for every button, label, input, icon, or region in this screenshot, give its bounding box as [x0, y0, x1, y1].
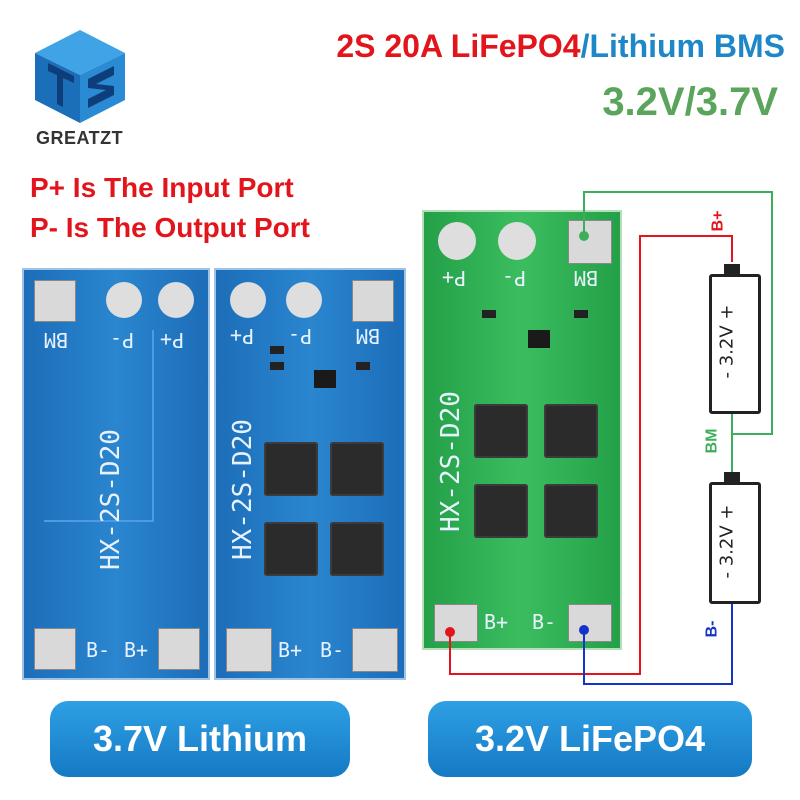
silk-b-plus: B+: [484, 610, 509, 634]
mosfet-2: [330, 442, 384, 496]
title-separator: /: [580, 28, 590, 64]
pad-bm: [34, 280, 76, 322]
pad-p-minus: [106, 282, 142, 318]
smd-resistor: [356, 362, 370, 370]
mosfet-3: [474, 484, 528, 538]
pad-bm: [568, 220, 612, 264]
wire-label-b-minus: B-: [703, 620, 721, 638]
title-lithium: Lithium BMS: [589, 28, 785, 64]
ic-chip: [528, 330, 550, 348]
badge-lithium: 3.7V Lithium: [50, 701, 350, 777]
battery-top: - 3.2V +: [709, 274, 761, 414]
brand-logo: [30, 25, 130, 125]
logo-cube-icon: [35, 30, 125, 123]
title-lifepo4: 2S 20A LiFePO4: [336, 28, 581, 64]
silk-b-minus: B-: [320, 638, 345, 662]
pad-b-plus: [434, 604, 478, 642]
mosfet-1: [474, 404, 528, 458]
board-front-blue: P+ P- BM HX-2S-D20 B+ B-: [214, 268, 406, 680]
pad-p-minus: [498, 222, 536, 260]
mosfet-4: [330, 522, 384, 576]
trace-divider-bottom: [44, 520, 154, 522]
trace-divider: [152, 330, 154, 520]
board-front-green: P+ P- BM HX-2S-D20 B+ B-: [422, 210, 622, 650]
output-port-note: P- Is The Output Port: [30, 212, 310, 243]
smd-resistor: [482, 310, 496, 318]
silk-b-plus: B+: [124, 638, 149, 662]
pad-p-plus: [230, 282, 266, 318]
mosfet-2: [544, 404, 598, 458]
pad-p-plus: [158, 282, 194, 318]
wire-label-b-plus: B+: [709, 210, 727, 232]
battery-top-label: - 3.2V +: [716, 304, 738, 379]
pad-p-plus: [438, 222, 476, 260]
pad-bm: [352, 280, 394, 322]
mosfet-3: [264, 522, 318, 576]
pad-b-plus: [226, 628, 272, 672]
input-port-note: P+ Is The Input Port: [30, 172, 294, 203]
silk-b-plus: B+: [278, 638, 303, 662]
wire-label-bm: BM: [703, 428, 721, 454]
silk-b-minus: B-: [86, 638, 111, 662]
pad-p-minus: [286, 282, 322, 318]
mosfet-1: [264, 442, 318, 496]
smd-resistor: [270, 362, 284, 370]
smd-resistor: [270, 346, 284, 354]
battery-bottom: - 3.2V +: [709, 482, 761, 604]
pad-b-minus: [568, 604, 612, 642]
mosfet-4: [544, 484, 598, 538]
pad-b-plus: [158, 628, 200, 670]
pad-b-minus: [352, 628, 398, 672]
brand-name: GREATZT: [36, 128, 124, 148]
voltage-heading: 3.2V/3.7V: [602, 80, 778, 124]
pad-b-minus: [34, 628, 76, 670]
ic-chip: [314, 370, 336, 388]
board-back-blue: BM P- P+ HX-2S-D20 B- B+: [22, 268, 210, 680]
smd-resistor: [574, 310, 588, 318]
badge-lifepo4: 3.2V LiFePO4: [428, 701, 752, 777]
battery-bottom-label: - 3.2V +: [716, 504, 738, 579]
battery-top-cap: [724, 264, 740, 274]
product-title: 2S 20A LiFePO4/Lithium BMS: [270, 28, 785, 65]
battery-bottom-cap: [724, 472, 740, 482]
silk-b-minus: B-: [532, 610, 557, 634]
